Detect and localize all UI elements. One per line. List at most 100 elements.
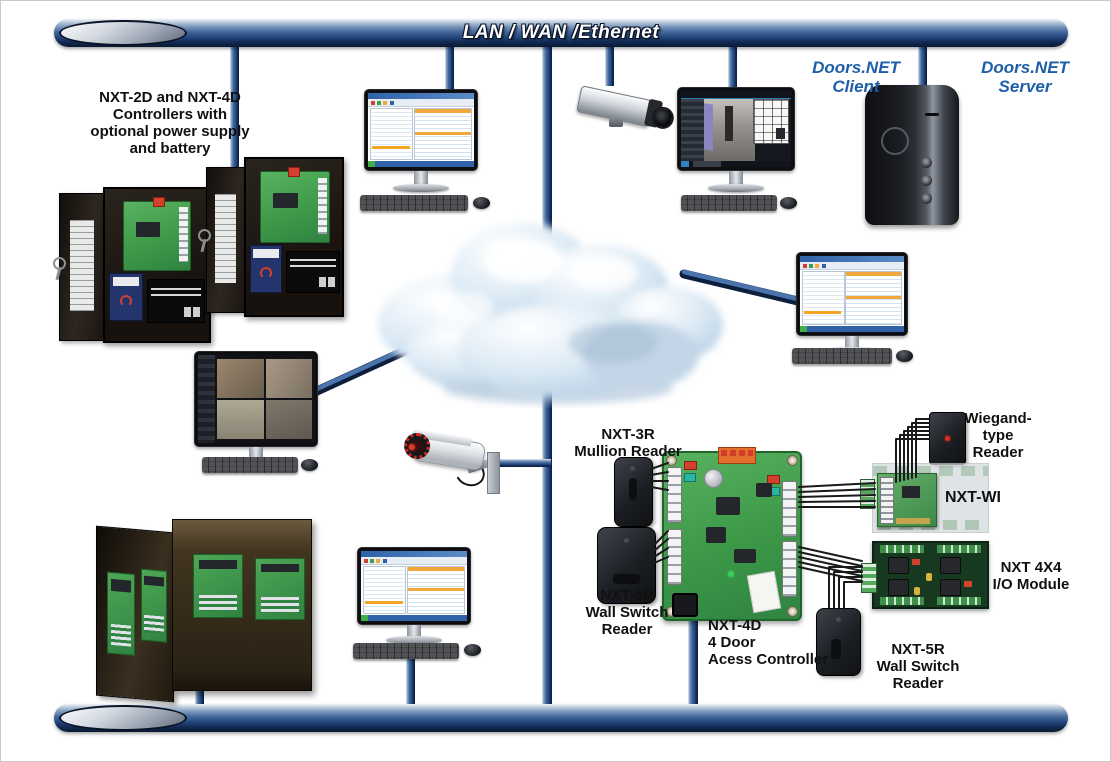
mouse (780, 197, 797, 209)
nxt-4x4-io-module (861, 541, 989, 609)
mount-hole (787, 606, 798, 617)
server-button (921, 157, 932, 168)
cloud-link-to-video-workstation (312, 344, 414, 396)
power-supply-board (250, 245, 282, 293)
enclosure-body (172, 519, 312, 691)
screen-floorplan (752, 99, 789, 144)
drop-line-workstation-1 (445, 45, 454, 96)
client-screen-video-ui (681, 91, 791, 167)
mount-hole (666, 455, 677, 466)
workstation-3-screen-spreadsheet-ui (800, 256, 904, 332)
lan-bus-label: LAN / WAN /Ethernet (462, 22, 660, 43)
cabinet-door (206, 167, 246, 313)
nxt-5r-wall-switch-reader-right (816, 608, 861, 676)
screen-right-table (406, 566, 465, 614)
reader-led-icon (630, 466, 635, 471)
keyboard (681, 195, 777, 211)
camera-tile (216, 358, 265, 399)
pcb-jumper (767, 475, 780, 484)
video-wall-screen (198, 355, 314, 443)
screen-toolbar-icons (371, 101, 413, 105)
lan-bus-top: LAN / WAN /Ethernet (54, 19, 1068, 47)
box-camera-mount (609, 117, 623, 127)
pcb-chip (902, 486, 920, 498)
cabinet-body (244, 157, 344, 317)
monitor-neck (249, 447, 263, 459)
mouse (464, 644, 481, 656)
drop-line-client-workstation (728, 45, 737, 98)
controller-pcb (193, 554, 243, 618)
drop-line-server (918, 45, 927, 91)
workstation-1 (360, 89, 504, 219)
mouse (473, 197, 490, 209)
nxt-controller-cabinet-2 (198, 157, 344, 317)
module-terminal-connector (861, 563, 877, 593)
monitor-base (393, 184, 449, 192)
reader-slot (629, 478, 637, 500)
screen-camera-view (704, 99, 755, 161)
label-nxt3r: NXT-3R Mullion Reader (574, 426, 682, 460)
reader-led-icon (624, 538, 629, 543)
screen-taskbar (361, 615, 467, 621)
reader-slot (613, 574, 640, 584)
pcb-component (912, 559, 920, 565)
pcb-chip (706, 527, 726, 543)
backup-battery (147, 279, 205, 323)
screen-taskbar (800, 326, 904, 332)
cabinet-key-icon (53, 257, 66, 270)
status-led-icon (728, 571, 734, 577)
bus-end-cap (59, 705, 187, 731)
screen-left-panel (363, 566, 407, 614)
ethernet-jack (672, 593, 698, 617)
cloud-link-to-right-workstation (679, 269, 807, 307)
reader-led-icon (945, 436, 950, 441)
ir-led-icon (408, 443, 416, 451)
relay-block (888, 579, 909, 596)
screen-toolbar (800, 262, 904, 270)
mount-hole (787, 455, 798, 466)
cabinet-body (103, 187, 211, 343)
terminal-strip (782, 541, 797, 597)
server-drive-slot (925, 113, 939, 116)
cabinet-door (59, 193, 105, 341)
terminal-strip (937, 545, 981, 553)
server-button (921, 193, 932, 204)
workstation-3 (792, 252, 936, 382)
screen-sidebar (198, 355, 216, 443)
screen-titlebar (368, 93, 474, 99)
label-controllers: NXT-2D and NXT-4D Controllers with optio… (90, 89, 250, 157)
server-logo-ring (881, 127, 909, 155)
cabinet-door-label (215, 193, 237, 284)
screen-left-panel (802, 271, 845, 325)
reader-led-icon (836, 617, 841, 622)
bus-end-cap (59, 20, 187, 46)
screen-toolbar (368, 99, 474, 107)
workstation-5-screen-spreadsheet-ui (361, 551, 467, 621)
pcb-jumper (684, 461, 697, 470)
edge-connector (896, 518, 930, 524)
workstation-1-screen-spreadsheet-ui (368, 93, 474, 167)
monitor-neck (729, 171, 743, 185)
terminal-strip (880, 477, 894, 524)
screen-left-panel (370, 108, 414, 160)
keyboard (360, 195, 468, 211)
screen-right-table (844, 271, 902, 325)
nxt-controller-cabinet-1 (53, 181, 211, 343)
client-monitor (677, 87, 795, 171)
label-doors-net-client: Doors.NET Client (812, 58, 900, 96)
bullet-camera-bracket (487, 452, 500, 494)
pcb-component (684, 473, 696, 482)
camera-tile (265, 399, 313, 440)
label-nxt4x4: NXT 4X4 I/O Module (992, 559, 1070, 593)
monitor-neck (407, 625, 421, 637)
workstation-3-monitor (796, 252, 908, 336)
box-camera (576, 77, 676, 135)
label-wiegand: Wiegand- type Reader (964, 410, 1032, 461)
cabinet-key-icon (198, 229, 211, 242)
monitor-base (708, 184, 764, 192)
cloud-puffs (378, 223, 723, 404)
terminal-strip (667, 529, 682, 585)
nxt-5r-wall-switch-reader-left (597, 527, 656, 604)
mouse (301, 459, 318, 471)
